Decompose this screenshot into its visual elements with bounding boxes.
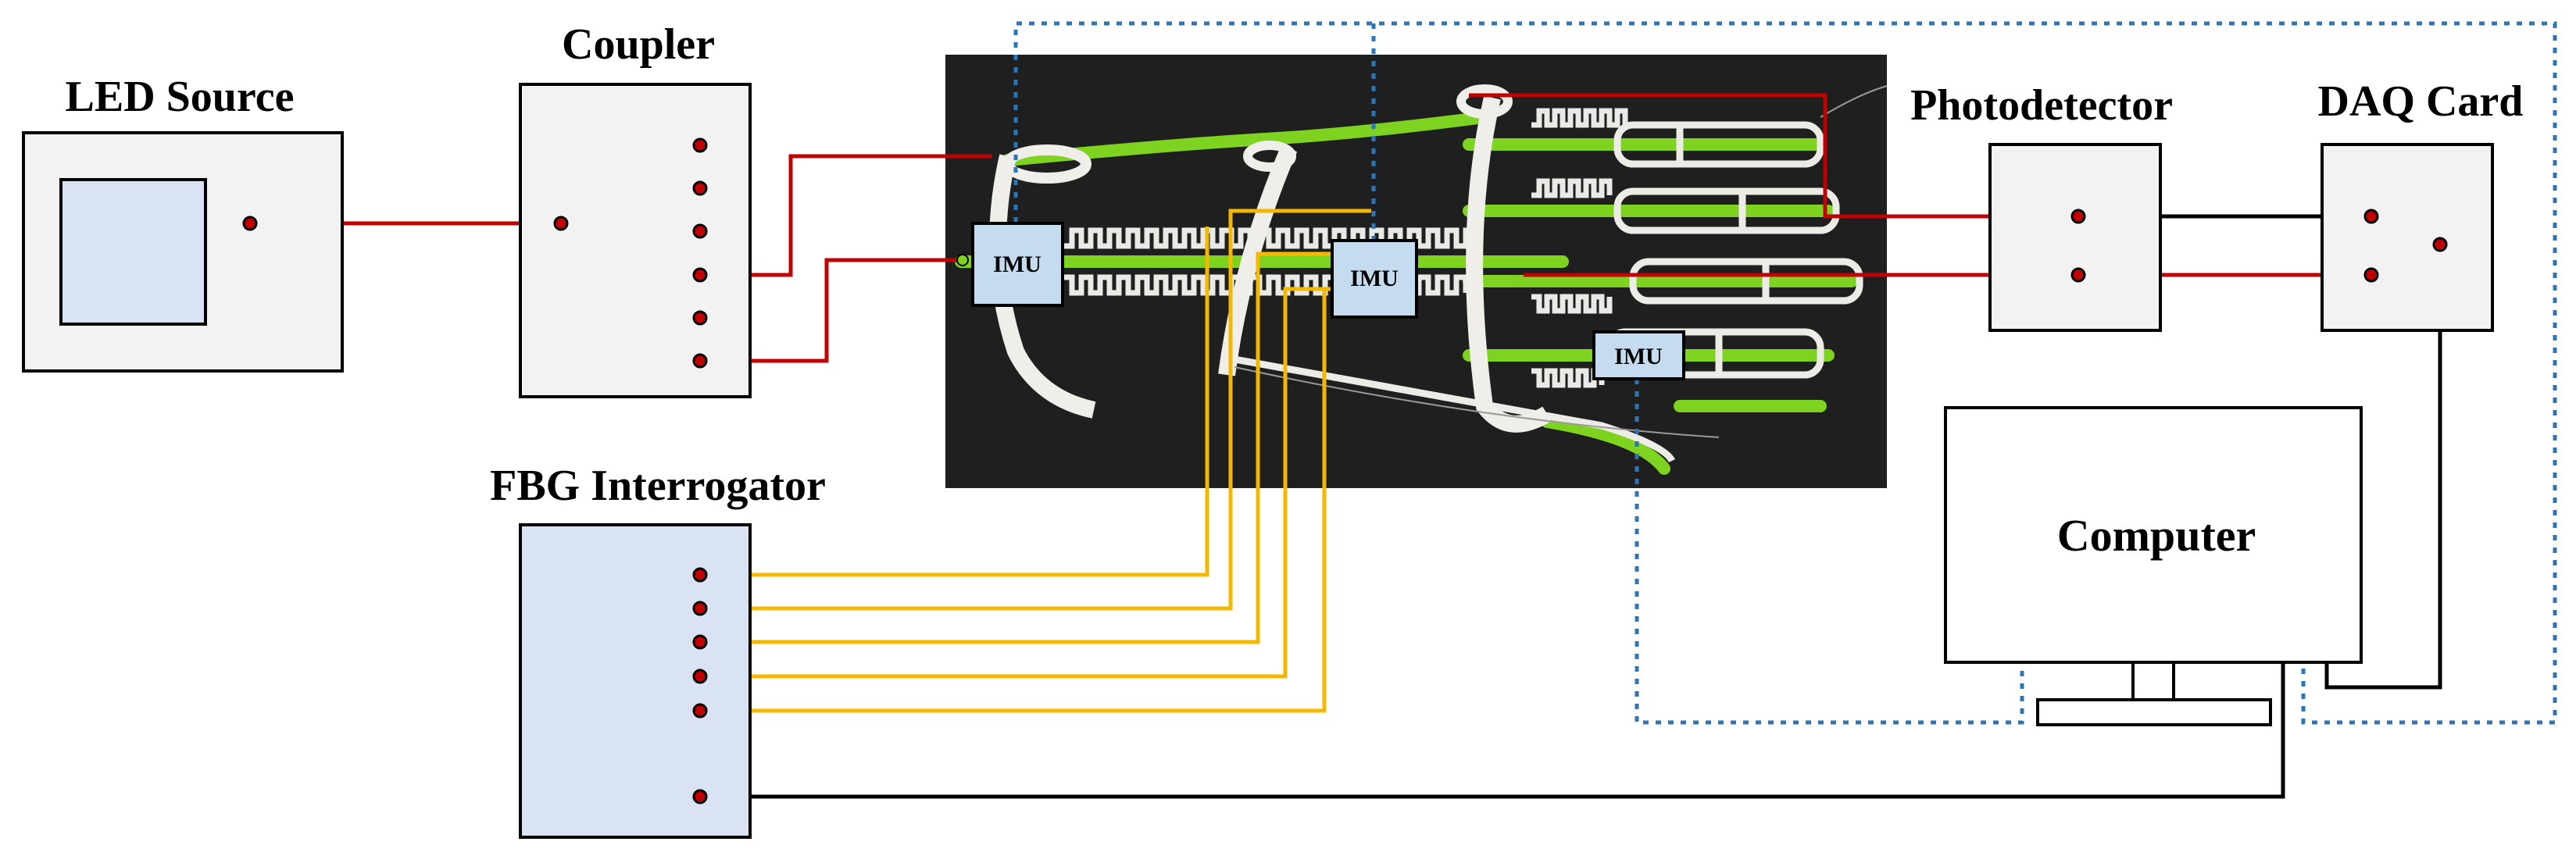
daq-port (2363, 267, 2379, 283)
imu-link-lines (1013, 21, 2557, 725)
photodetector: Photodetector (1910, 81, 2173, 332)
computer: Computer (1944, 406, 2363, 726)
coupler-port (692, 310, 708, 326)
coupler: Coupler (519, 20, 752, 398)
coupler-port (692, 137, 708, 153)
interrogator-port (692, 703, 708, 719)
imu-3-label: IMU (1614, 344, 1663, 369)
interrogator-data-port (692, 789, 708, 804)
fiber-entry-dot (956, 254, 969, 266)
coupler-port (692, 223, 708, 239)
imu-1-label: IMU (993, 251, 1041, 277)
imu-module-3: IMU (1592, 330, 1685, 380)
photodetector-label: Photodetector (1910, 81, 2173, 130)
daq-card-label: DAQ Card (2318, 77, 2524, 126)
fbg-interrogator-label: FBG Interrogator (490, 462, 826, 510)
interrogator-port (692, 669, 708, 684)
coupler-label: Coupler (562, 20, 715, 69)
led-source-label: LED Source (66, 73, 295, 121)
coupler-port (692, 180, 708, 196)
imu-2-label: IMU (1350, 266, 1399, 291)
led-source: LED Source (22, 73, 344, 373)
led-output-port (242, 216, 258, 231)
photodetector-port (2070, 209, 2086, 224)
daq-port (2363, 209, 2379, 224)
daq-card: DAQ Card (2318, 77, 2524, 332)
interrogator-port (692, 601, 708, 616)
interrogator-port (692, 567, 708, 583)
coupler-port (692, 353, 708, 369)
connector-dots (242, 137, 2448, 804)
fbg-fiber-lines (700, 209, 1371, 713)
computer-label: Computer (2057, 510, 2256, 561)
daq-output-port (2432, 237, 2448, 252)
interrogator-port (692, 634, 708, 650)
photodetector-port (2070, 267, 2086, 283)
coupler-input-port (553, 216, 569, 231)
imu-module-1: IMU (971, 222, 1064, 307)
coupler-port (692, 267, 708, 283)
imu-module-2: IMU (1331, 239, 1418, 319)
fbg-interrogator: FBG Interrogator (490, 462, 826, 839)
